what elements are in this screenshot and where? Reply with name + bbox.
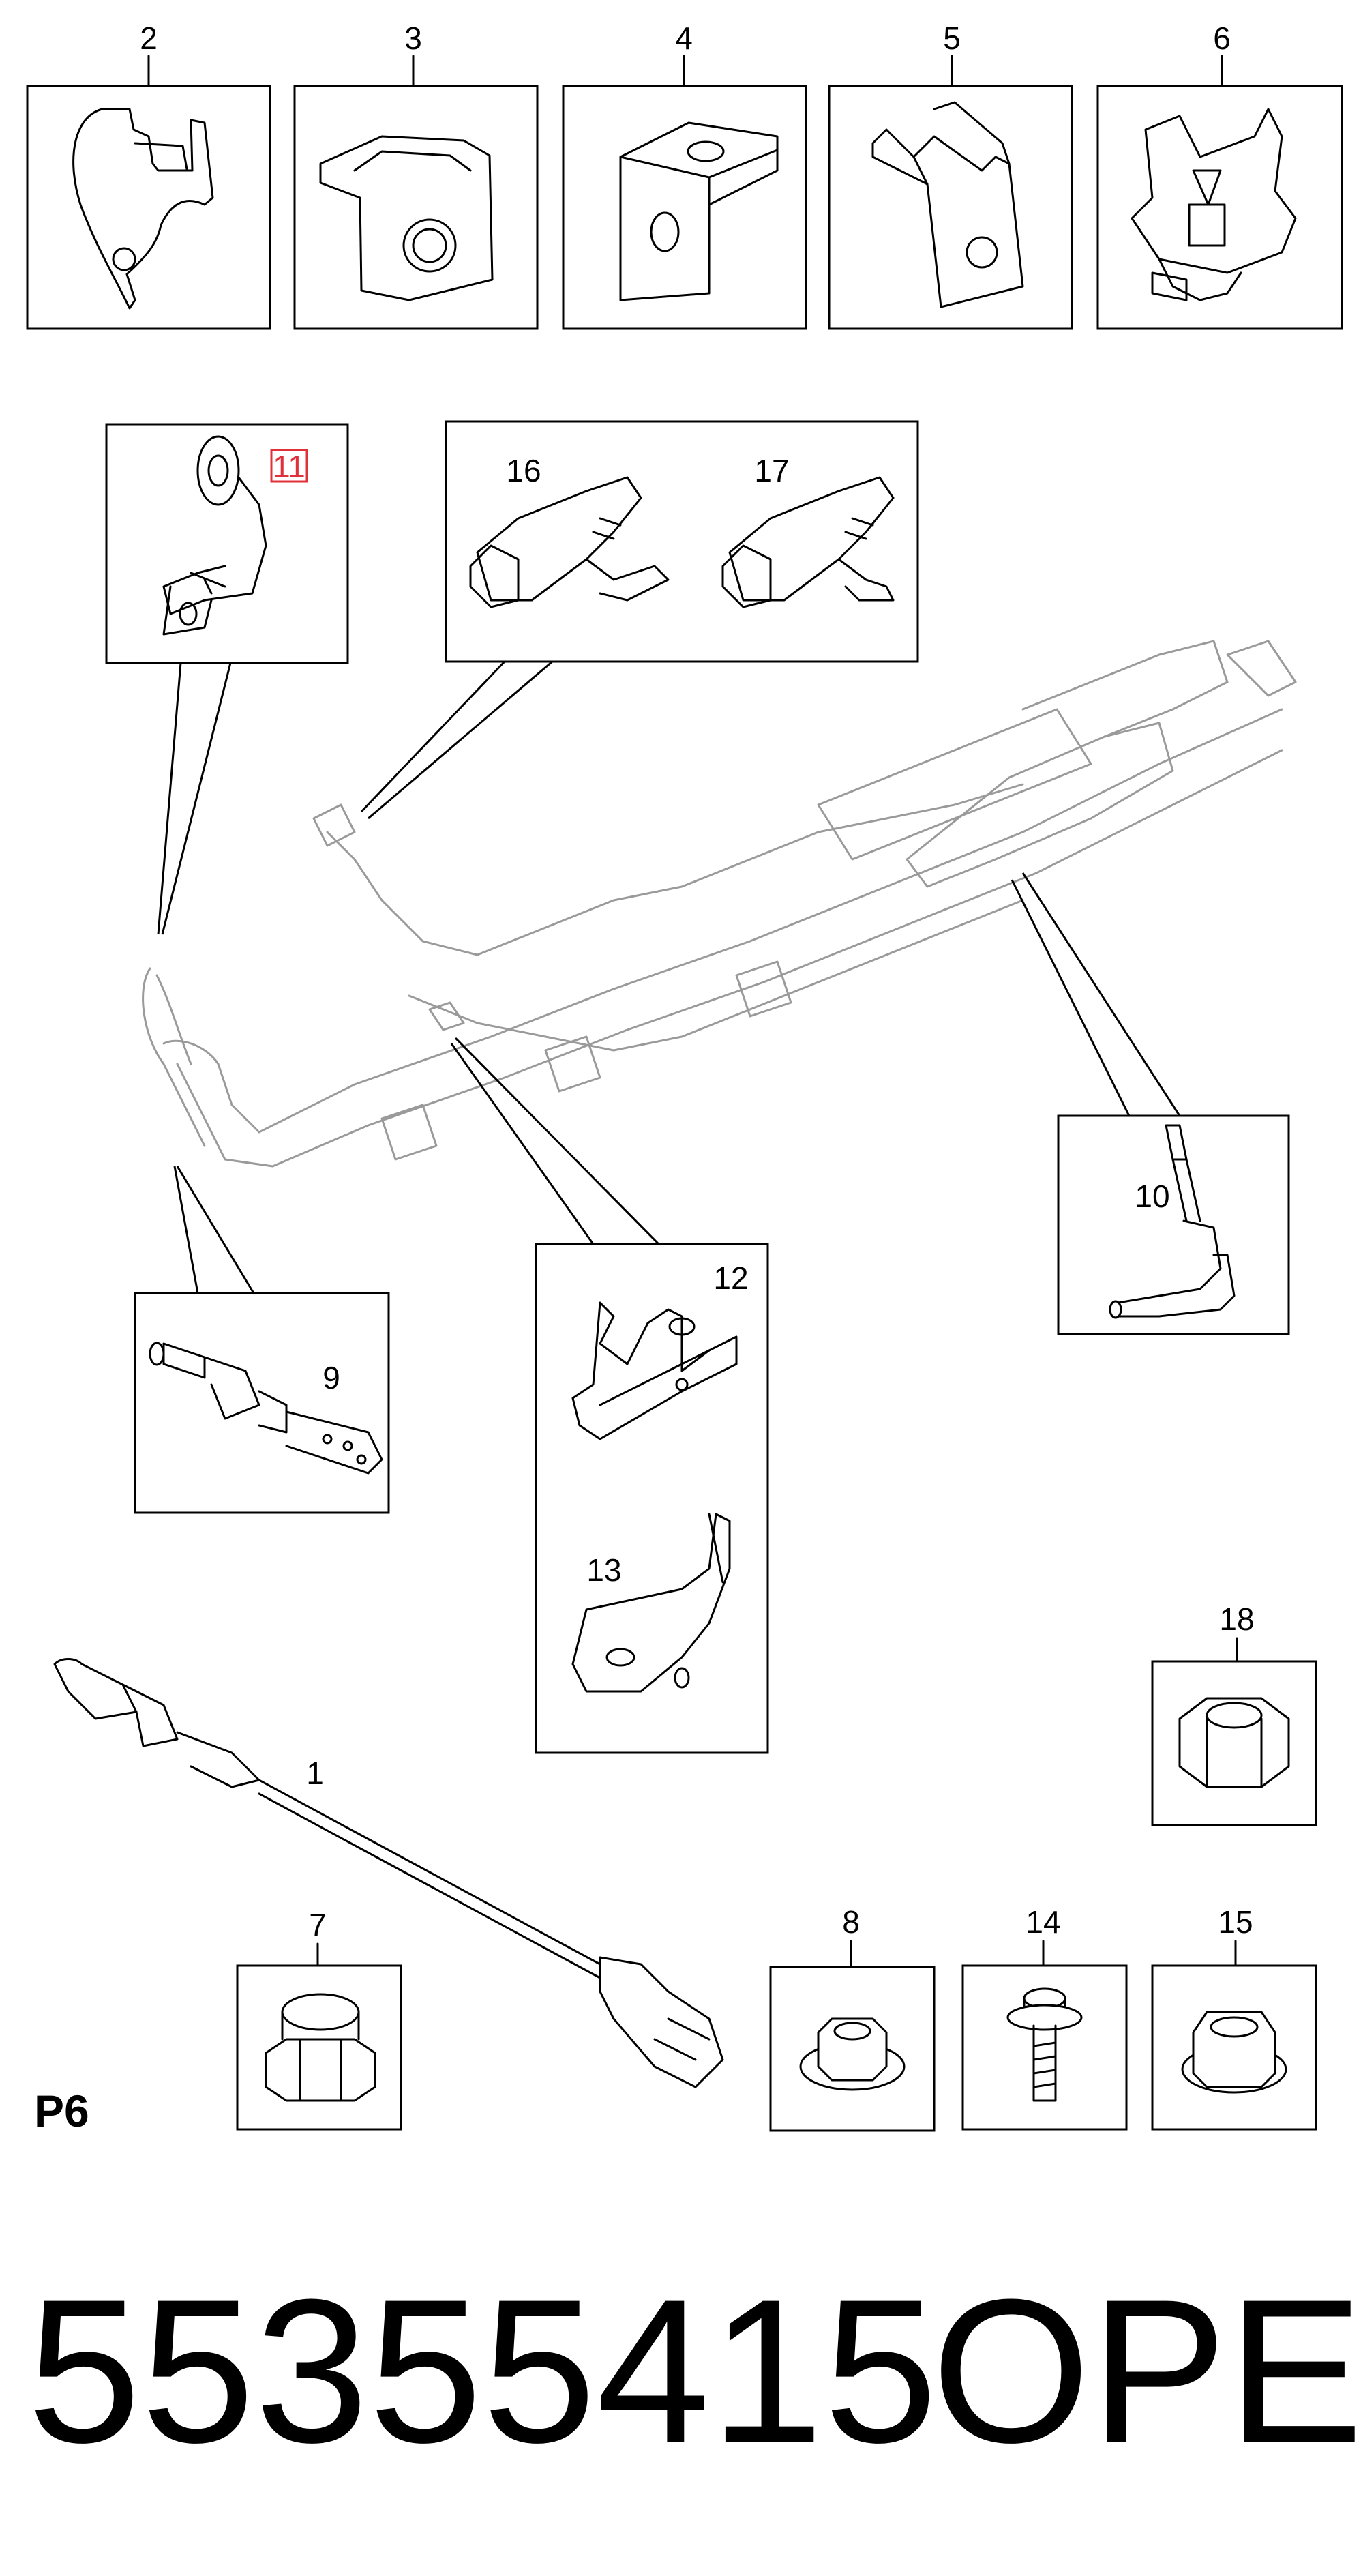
part-12-13-frame [535, 1243, 769, 1754]
callout-3: 3 [404, 20, 422, 56]
part-9-glow-plug[interactable]: 9 [134, 1292, 390, 1514]
part-16-17-sensors[interactable]: 16 17 [445, 420, 919, 663]
part-number: 55355415 [27, 2256, 938, 2485]
leader-16b [368, 660, 553, 820]
part-11-frame [105, 423, 349, 664]
callout-9: 9 [323, 1360, 340, 1395]
callout-2: 2 [140, 20, 158, 56]
part-2-hole [112, 247, 136, 271]
callout-10: 10 [1135, 1179, 1169, 1214]
callout-12: 12 [713, 1260, 748, 1296]
bracket-13 [571, 1513, 731, 1693]
callout-6: 6 [1213, 20, 1231, 56]
part-1-oxygen-sensor[interactable]: 1 [53, 1658, 724, 2088]
part-6-clip[interactable]: 6 [1096, 20, 1343, 330]
callout-8: 8 [842, 1904, 860, 1940]
part-18-nut[interactable]: 18 [1151, 1601, 1317, 1826]
callout-15: 15 [1218, 1904, 1253, 1940]
part-3-hole [402, 218, 457, 273]
part-5-frame [828, 85, 1073, 330]
highlight-box [270, 449, 308, 483]
part-12-13-brackets[interactable]: 12 13 [535, 1243, 769, 1754]
part-4-hole-front [650, 211, 680, 252]
brand-name: OPEL [931, 2256, 1361, 2485]
part-4-frame [562, 85, 807, 330]
leader-9b [176, 1166, 255, 1294]
callout-14: 14 [1026, 1904, 1060, 1940]
leader-12a [450, 1043, 595, 1245]
part-14-bolt[interactable]: 14 [961, 1904, 1128, 2131]
part-10-temp-sensor[interactable]: 10 [1057, 1114, 1290, 1335]
part-4-bracket[interactable]: 4 [562, 20, 807, 330]
part-10-frame [1057, 1114, 1290, 1335]
sheet-code: P6 [34, 2086, 89, 2136]
callout-13: 13 [586, 1552, 621, 1588]
callout-11: 11 [273, 449, 305, 484]
leader-10b [1021, 872, 1181, 1116]
part-3-frame [293, 85, 539, 330]
leader-9a [173, 1166, 199, 1294]
leader-10a [1011, 879, 1131, 1116]
sensor-17 [721, 476, 895, 608]
leader-11b [161, 662, 232, 935]
callout-1: 1 [306, 1756, 324, 1791]
callout-4: 4 [675, 20, 693, 56]
exhaust-assembly [142, 640, 1297, 1168]
leader-16a [360, 660, 506, 813]
part-11-bracket[interactable]: 11 [105, 423, 349, 664]
part-8-flange-nut[interactable]: 8 [769, 1904, 936, 2132]
part-4-hole-top [687, 140, 725, 162]
leader-11a [157, 662, 182, 935]
part-16-17-frame [445, 420, 919, 663]
part-3-bracket[interactable]: 3 [293, 20, 539, 330]
bracket-12 [571, 1301, 738, 1440]
callout-17: 17 [754, 453, 789, 488]
part-2-frame [26, 85, 271, 330]
part-6-frame [1096, 85, 1343, 330]
callout-18: 18 [1219, 1601, 1254, 1637]
part-7-plug[interactable]: 7 [236, 1907, 402, 2131]
part-5-clip[interactable]: 5 [828, 20, 1073, 330]
callout-7: 7 [309, 1907, 327, 1942]
part-5-hole [966, 236, 998, 269]
part-15-flange-nut[interactable]: 15 [1151, 1904, 1317, 2131]
part-9-frame [134, 1292, 390, 1514]
callout-5: 5 [943, 20, 961, 56]
leader-12b [454, 1037, 660, 1245]
callout-16: 16 [506, 453, 541, 488]
sensor-16 [469, 476, 670, 608]
part-2-bracket[interactable]: 2 [26, 20, 271, 330]
